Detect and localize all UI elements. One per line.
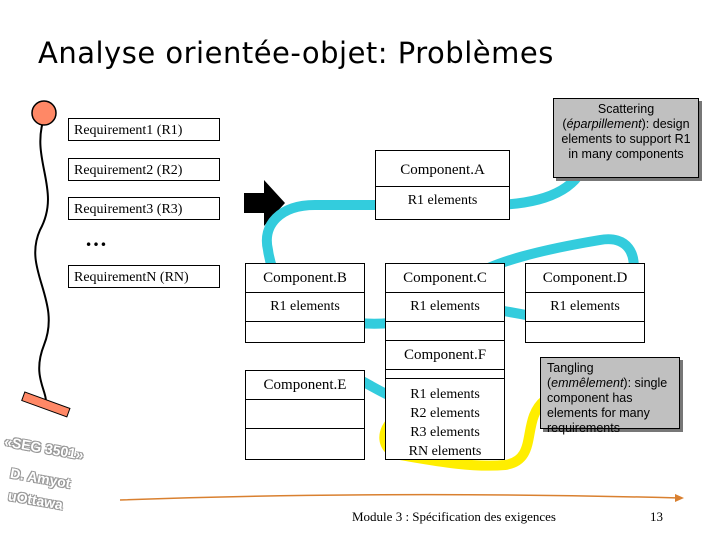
component-f-elements: R1 elements R2 elements R3 elements RN e… — [386, 379, 504, 461]
component-b-name: Component.B — [246, 264, 364, 293]
actor-base-icon — [21, 391, 71, 418]
component-f-element-r2: R2 elements — [410, 406, 480, 421]
component-c: Component.C R1 elements — [385, 263, 505, 343]
actor-head-icon — [31, 100, 57, 126]
component-f-element-r1: R1 elements — [410, 387, 480, 402]
component-b: Component.B R1 elements — [245, 263, 365, 343]
actor-stem — [34, 117, 50, 407]
scattering-note: Scattering (éparpillement): design eleme… — [553, 98, 699, 178]
tangling-note: Tangling (emmêlement): single component … — [540, 357, 680, 435]
component-a-elements: R1 elements — [407, 193, 478, 208]
component-e-name: Component.E — [246, 371, 364, 400]
page-number: 13 — [650, 509, 663, 524]
component-a: Component.A R1 elements — [375, 150, 510, 220]
requirement-r3: Requirement3 (R3) — [68, 197, 220, 220]
component-f-attrs — [386, 370, 504, 379]
tangling-term: emmêlement — [551, 376, 624, 390]
scattering-lead: Scattering — [597, 102, 655, 116]
ellipsis: … — [85, 226, 109, 251]
tangling-lead: Tangling — [547, 361, 594, 375]
footer-module: Module 3 : Spécification des exigences — [352, 509, 556, 524]
scattering-term: éparpillement — [566, 117, 642, 131]
component-f: Component.F R1 elements R2 elements R3 e… — [385, 340, 505, 460]
component-a-name: Component.A — [376, 151, 509, 187]
component-d: Component.D R1 elements — [525, 263, 645, 343]
scattering-text: : design elements to support R1 in many … — [561, 117, 691, 161]
component-c-elements: R1 elements — [386, 293, 504, 322]
requirement-rn: RequirementN (RN) — [68, 265, 220, 288]
tangling-text: : single component has elements for many… — [547, 376, 668, 435]
component-b-elements: R1 elements — [246, 293, 364, 322]
requirement-r2: Requirement2 (R2) — [68, 158, 220, 181]
component-d-elements: R1 elements — [526, 293, 644, 322]
component-e: Component.E — [245, 370, 365, 460]
requirement-r1: Requirement1 (R1) — [68, 118, 220, 141]
component-e-section — [246, 400, 364, 429]
page-title: Analyse orientée-objet: Problèmes — [38, 36, 554, 70]
component-d-name: Component.D — [526, 264, 644, 293]
component-c-name: Component.C — [386, 264, 504, 293]
component-f-element-r3: R3 elements — [410, 425, 480, 440]
right-arrow-icon — [244, 180, 285, 226]
component-f-element-rn: RN elements — [408, 444, 482, 459]
component-f-name: Component.F — [386, 341, 504, 370]
